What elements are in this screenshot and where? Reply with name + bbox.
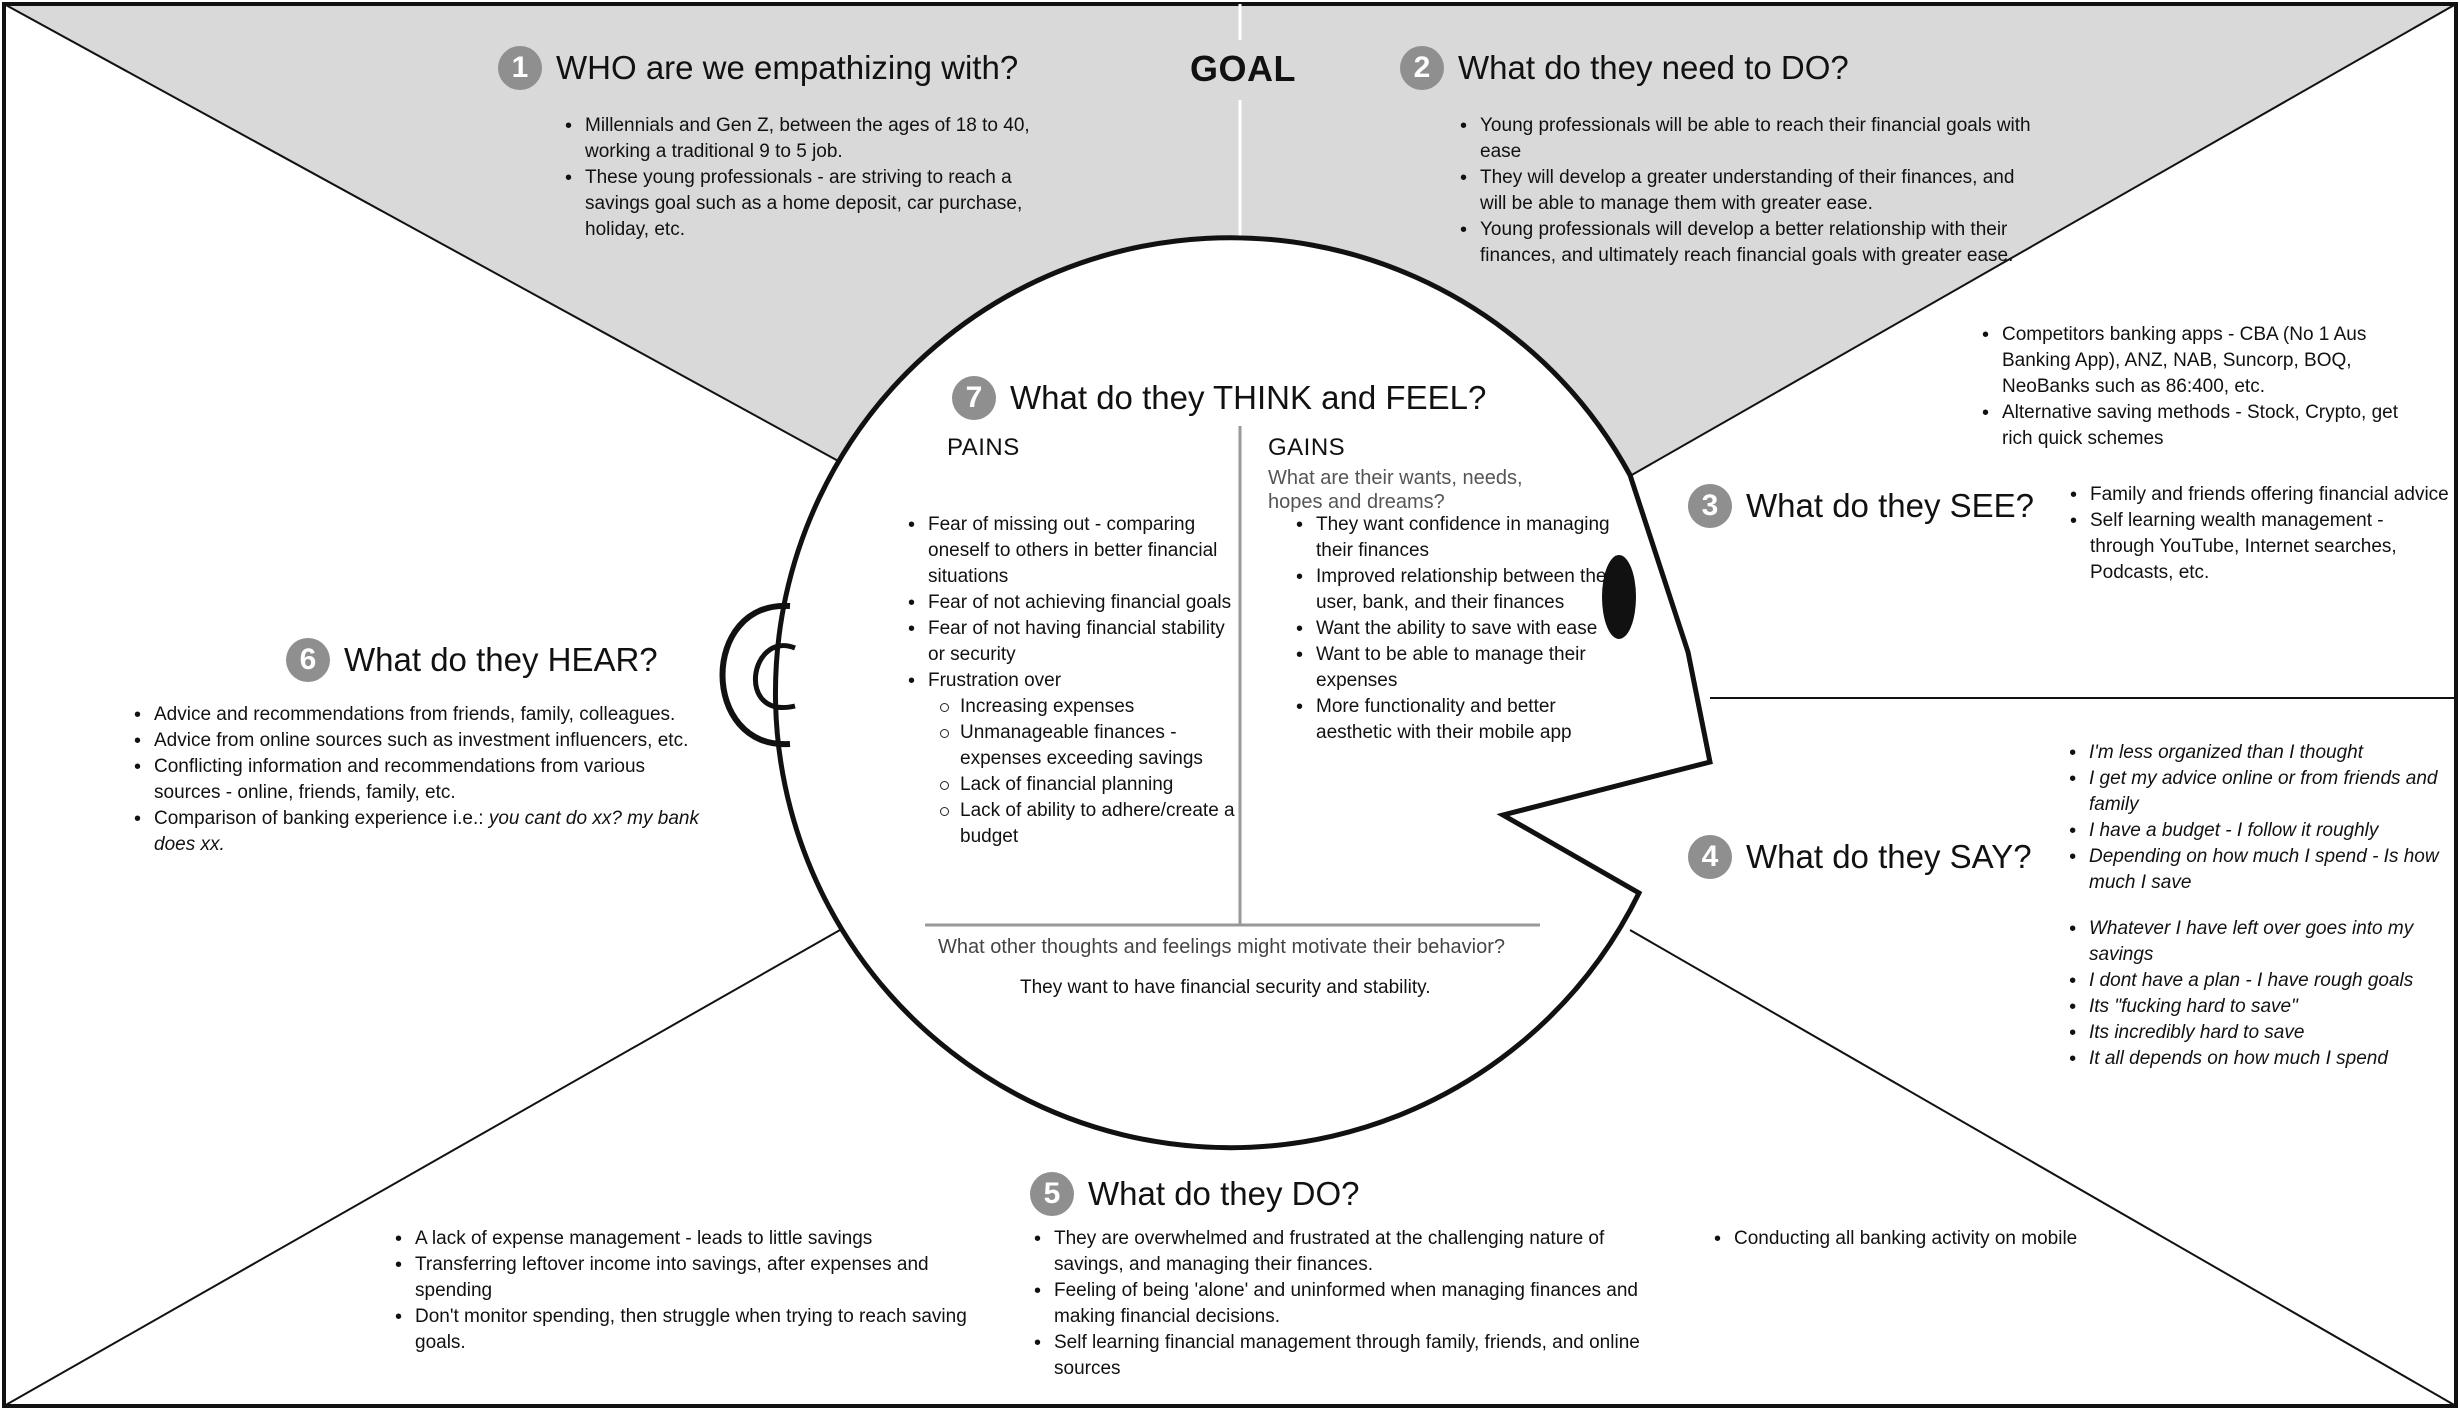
gains-item: Want the ability to save with ease — [1296, 616, 1616, 642]
other-thoughts-answer: They want to have financial security and… — [1020, 977, 1431, 998]
think-heading: 7 What do they THINK and FEEL? — [952, 376, 1486, 420]
who-title: WHO are we empathizing with? — [556, 49, 1019, 86]
pains-item: Fear of missing out - comparing oneself … — [908, 512, 1246, 590]
who-list: Millennials and Gen Z, between the ages … — [563, 113, 1035, 243]
say-item: Whatever I have left over goes into my s… — [2069, 916, 2459, 968]
do-item: Don't monitor spending, then struggle wh… — [395, 1304, 975, 1356]
see-list-right: Family and friends offering financial ad… — [2068, 482, 2450, 586]
think-number-badge: 7 — [952, 376, 996, 420]
hear-number-badge: 6 — [286, 638, 330, 682]
do-item: They are overwhelmed and frustrated at t… — [1034, 1226, 1654, 1278]
do-item: Conducting all banking activity on mobil… — [1714, 1226, 2234, 1252]
do-title: What do they DO? — [1088, 1175, 1360, 1212]
see-title: What do they SEE? — [1746, 487, 2034, 524]
gains-label: GAINS — [1268, 434, 1346, 461]
who-heading: 1 WHO are we empathizing with? — [498, 46, 1018, 90]
see-heading: 3 What do they SEE? — [1688, 484, 2034, 528]
gains-subtitle: What are their wants, needs, hopes and d… — [1268, 467, 1523, 513]
do-item: Transferring leftover income into saving… — [395, 1252, 975, 1304]
frustration-label: Frustration over — [928, 670, 1062, 691]
see-number-badge: 3 — [1688, 484, 1732, 528]
need-do-list: Young professionals will be able to reac… — [1458, 113, 2040, 269]
pains-item: Fear of not having financial stability o… — [908, 616, 1246, 668]
see-item: Self learning wealth management - throug… — [2070, 508, 2450, 586]
frustration-item: Increasing expenses — [940, 694, 1246, 720]
pains-list: Fear of missing out - comparing oneself … — [906, 512, 1246, 850]
pains-item: Frustration over Increasing expenses Unm… — [908, 668, 1246, 850]
need-do-title: What do they need to DO? — [1458, 49, 1849, 86]
do-item: A lack of expense management - leads to … — [395, 1226, 975, 1252]
see-list-top: Competitors banking apps - CBA (No 1 Aus… — [1980, 322, 2432, 452]
hear-item: Comparison of banking experience i.e.: y… — [134, 806, 714, 858]
gains-item: Want to be able to manage their expenses — [1296, 642, 1616, 694]
frustration-sublist: Increasing expenses Unmanageable finance… — [928, 694, 1246, 850]
say-item: I'm less organized than I thought — [2069, 740, 2459, 766]
hear-item-quote: you cant do xx? my bank does xx. — [154, 808, 699, 855]
do-list-left: A lack of expense management - leads to … — [393, 1226, 975, 1356]
need-do-item: They will develop a greater understandin… — [1460, 165, 2040, 217]
do-heading: 5 What do they DO? — [1030, 1172, 1359, 1216]
frustration-item: Unmanageable finances - expenses exceedi… — [940, 720, 1246, 772]
ear-outline — [719, 602, 791, 748]
divider-top-right — [1629, 3, 2457, 477]
divider-bottom-left — [3, 929, 841, 1407]
see-item: Competitors banking apps - CBA (No 1 Aus… — [1982, 322, 2432, 400]
do-item: Self learning financial management throu… — [1034, 1330, 1654, 1382]
see-item: Family and friends offering financial ad… — [2070, 482, 2450, 508]
say-list-b: Whatever I have left over goes into my s… — [2067, 916, 2459, 1072]
who-number-badge: 1 — [498, 46, 542, 90]
gains-item: They want confidence in managing their f… — [1296, 512, 1616, 564]
gains-item: Improved relationship between the user, … — [1296, 564, 1616, 616]
other-thoughts-question: What other thoughts and feelings might m… — [938, 936, 1505, 958]
gains-list: They want confidence in managing their f… — [1294, 512, 1616, 746]
say-number-badge: 4 — [1688, 835, 1732, 879]
say-title: What do they SAY? — [1746, 838, 2032, 875]
divider-bottom-right — [1629, 929, 2457, 1407]
do-list-center: They are overwhelmed and frustrated at t… — [1032, 1226, 1654, 1382]
do-number-badge: 5 — [1030, 1172, 1074, 1216]
say-item: I dont have a plan - I have rough goals — [2069, 968, 2459, 994]
divider-top-left — [3, 3, 863, 475]
say-item: It all depends on how much I spend — [2069, 1046, 2459, 1072]
say-list-a: I'm less organized than I thought I get … — [2067, 740, 2459, 896]
who-item: Millennials and Gen Z, between the ages … — [565, 113, 1035, 165]
hear-heading: 6 What do they HEAR? — [286, 638, 658, 682]
hear-list: Advice and recommendations from friends,… — [132, 702, 714, 858]
need-do-item: Young professionals will be able to reac… — [1460, 113, 2040, 165]
say-item: Depending on how much I spend - Is how m… — [2069, 844, 2459, 896]
say-item: Its incredibly hard to save — [2069, 1020, 2459, 1046]
see-item: Alternative saving methods - Stock, Cryp… — [1982, 400, 2432, 452]
do-list-right: Conducting all banking activity on mobil… — [1712, 1226, 2234, 1252]
need-do-number-badge: 2 — [1400, 46, 1444, 90]
goal-label: GOAL — [1190, 48, 1296, 89]
do-item: Feeling of being 'alone' and uninformed … — [1034, 1278, 1654, 1330]
pains-label: PAINS — [947, 434, 1020, 461]
think-title: What do they THINK and FEEL? — [1010, 379, 1487, 416]
who-item: These young professionals - are striving… — [565, 165, 1035, 243]
frustration-item: Lack of financial planning — [940, 772, 1246, 798]
say-item: Its "fucking hard to save" — [2069, 994, 2459, 1020]
gains-item: More functionality and better aesthetic … — [1296, 694, 1616, 746]
ear-inner — [752, 643, 796, 710]
hear-item: Advice from online sources such as inves… — [134, 728, 714, 754]
hear-title: What do they HEAR? — [344, 641, 658, 678]
say-item: I have a budget - I follow it roughly — [2069, 818, 2459, 844]
hear-item-prefix: Comparison of banking experience i.e.: — [154, 808, 489, 829]
say-heading: 4 What do they SAY? — [1688, 835, 2032, 879]
say-item: I get my advice online or from friends a… — [2069, 766, 2459, 818]
pains-item: Fear of not achieving financial goals — [908, 590, 1246, 616]
hear-item: Conflicting information and recommendati… — [134, 754, 714, 806]
frustration-item: Lack of ability to adhere/create a budge… — [940, 798, 1246, 850]
hear-item: Advice and recommendations from friends,… — [134, 702, 714, 728]
need-do-heading: 2 What do they need to DO? — [1400, 46, 1849, 90]
need-do-item: Young professionals will develop a bette… — [1460, 217, 2040, 269]
